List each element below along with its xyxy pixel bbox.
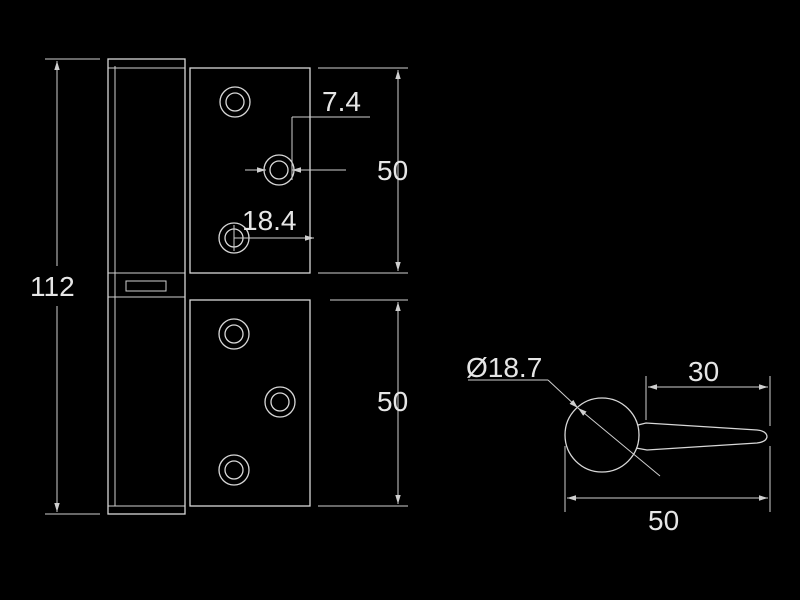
dim-label: 7.4 bbox=[322, 86, 361, 117]
end-view: Ø18.7 30 50 bbox=[466, 352, 771, 536]
dim-leaf-length: 30 bbox=[645, 356, 771, 426]
dim-label: 30 bbox=[688, 356, 719, 387]
dim-overall-width: 50 bbox=[564, 446, 771, 536]
dim-label: Ø18.7 bbox=[466, 352, 542, 383]
dim-label: 50 bbox=[648, 505, 679, 536]
screw-hole bbox=[263, 154, 295, 186]
screw-hole bbox=[219, 86, 251, 118]
dim-label: 112 bbox=[30, 271, 75, 302]
lower-leaf bbox=[189, 299, 311, 507]
knuckle-section bbox=[564, 397, 640, 473]
dim-knuckle-diameter: Ø18.7 bbox=[466, 352, 661, 477]
dim-hole-offset-x: 7.4 bbox=[245, 86, 370, 180]
leaf-section bbox=[635, 422, 768, 451]
dim-hole-offset-y: 18.4 bbox=[233, 205, 314, 251]
front-view: 7.4 18.4 50 50 112 bbox=[28, 58, 408, 515]
dim-lower-leaf: 50 bbox=[318, 299, 408, 507]
hinge-pin-gap bbox=[125, 280, 167, 292]
dim-overall-height: 112 bbox=[28, 58, 100, 515]
screw-hole bbox=[264, 386, 296, 418]
hinge-knuckle bbox=[107, 58, 186, 515]
dim-label: 50 bbox=[377, 386, 408, 417]
screw-hole bbox=[218, 318, 250, 350]
dim-label: 50 bbox=[377, 155, 408, 186]
screw-hole bbox=[218, 454, 250, 486]
dim-label: 18.4 bbox=[242, 205, 297, 236]
dim-upper-leaf: 50 bbox=[318, 67, 408, 274]
